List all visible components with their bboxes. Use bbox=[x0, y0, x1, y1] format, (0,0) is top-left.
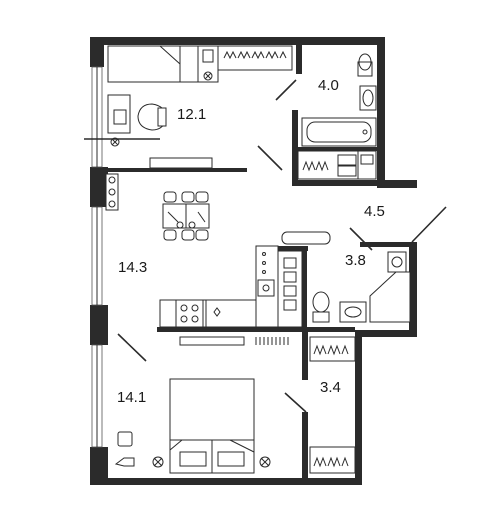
toilet bbox=[312, 291, 330, 313]
wardrobe-fixtures bbox=[309, 336, 356, 474]
room-area-label: 3.8 bbox=[345, 252, 366, 269]
fridge bbox=[277, 250, 303, 328]
room-area-label: 4.0 bbox=[318, 77, 339, 94]
sofa bbox=[281, 231, 331, 245]
dresser bbox=[179, 336, 245, 346]
sink bbox=[359, 85, 377, 111]
toilet bbox=[357, 61, 373, 77]
bathroom-top-fixtures bbox=[297, 53, 377, 180]
room-area-label: 14.1 bbox=[117, 389, 146, 406]
single-bed bbox=[107, 45, 199, 83]
bedroom-bottom-furniture bbox=[114, 336, 289, 474]
room-area-label: 4.5 bbox=[364, 203, 385, 220]
room-area-label: 3.4 bbox=[320, 379, 341, 396]
windows bbox=[91, 66, 103, 485]
wardrobe-top bbox=[217, 45, 293, 71]
tv-unit bbox=[149, 157, 213, 169]
bathtub bbox=[301, 117, 377, 147]
kitchen-counter bbox=[159, 299, 257, 328]
bathroom-mid-fixtures bbox=[312, 251, 411, 323]
room-area-label: 14.3 bbox=[118, 259, 147, 276]
living-kitchen-furniture bbox=[105, 173, 331, 328]
room-area-label: 12.1 bbox=[177, 106, 206, 123]
stove bbox=[175, 299, 204, 328]
interior-walls bbox=[102, 42, 417, 485]
sink bbox=[339, 301, 367, 323]
doors bbox=[84, 79, 447, 413]
bedroom-top-furniture bbox=[107, 45, 293, 169]
exterior-walls bbox=[90, 37, 417, 485]
shower bbox=[369, 271, 411, 323]
